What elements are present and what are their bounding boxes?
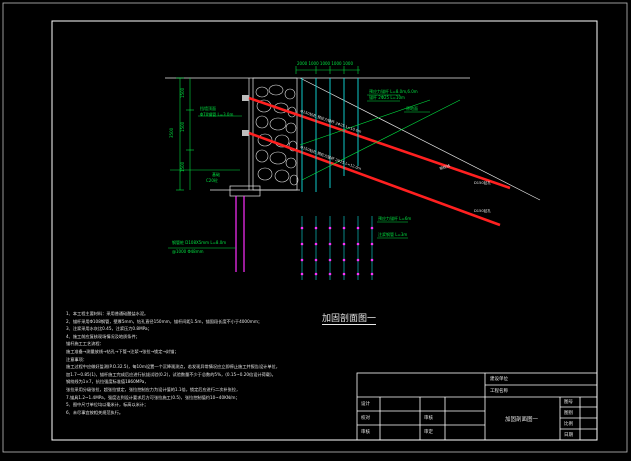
slope-outline-upper bbox=[299, 77, 541, 201]
slope-text-1: Φ150钻孔 预应力锚杆 2Φ25 L=10.0m bbox=[300, 108, 363, 134]
dim-top: 2000 1000 1000 1000 1000 bbox=[297, 61, 353, 66]
dim-upper: 1500 bbox=[180, 87, 185, 98]
tb-project-label: 建设单位 bbox=[490, 377, 508, 382]
note-line: 施工过程中应做好监测(P.O.32.5)，每10m设置一个沉降观测点，若发现异常… bbox=[66, 364, 280, 370]
note-line: 1、本工程主要材料：采用普通硅酸盐水泥。 bbox=[66, 311, 149, 316]
tb-row-check: 校对 bbox=[361, 416, 370, 421]
slope-text-3: 钢绞线 bbox=[439, 163, 451, 171]
label-retain-wall-2: Φ70钢管 L=3.0m bbox=[200, 111, 233, 117]
tb-row-design: 设计 bbox=[361, 402, 370, 407]
note-line: 加1.7~0.85(1)，锚杆施工完成后应进行抗拔试验(0.2)，试验数量不少于… bbox=[66, 371, 276, 377]
grout-pipes bbox=[301, 78, 359, 192]
anchor-bar-upper bbox=[248, 96, 511, 190]
dim-lower: 1500 bbox=[180, 161, 185, 172]
dim-total: 3500 bbox=[169, 127, 174, 138]
tb-row-review: 审核 bbox=[361, 430, 370, 435]
label-grid-1: 预应力锚杆 L=6m bbox=[378, 215, 411, 221]
tb-drawing-name: 加固剖面图一 bbox=[505, 417, 539, 423]
note-line: 4、施工前应复核现场情况及地质条件； bbox=[66, 333, 140, 339]
rubble-stones bbox=[255, 84, 299, 186]
slope-text-5: D150钻孔 bbox=[474, 208, 491, 213]
tb-right-label: 图号 bbox=[564, 400, 573, 405]
label-ground: 原地面 bbox=[406, 105, 418, 111]
tb-work-label: 工程名称 bbox=[490, 389, 508, 394]
anchor-bar-lower bbox=[248, 131, 501, 227]
dim-mid: 1500 bbox=[180, 121, 185, 132]
note-line: 3、注浆采用水灰比0.45，注浆压力0.8MPa； bbox=[66, 326, 152, 332]
note-line: 注意事项： bbox=[66, 356, 87, 362]
foundation bbox=[229, 185, 261, 197]
note-line: 张拉采用分级张拉，超张拉锁定，张拉控制应力为设计值的1.1倍，锁定后应进行二次补… bbox=[66, 386, 241, 392]
note-line: 施工准备→测量放线→钻孔→下管→注浆→张拉→锁定→封锚； bbox=[66, 348, 179, 354]
tb-right-label: 日期 bbox=[564, 433, 573, 438]
section-title: 加固剖面图一 bbox=[322, 314, 377, 325]
slope-text-2: Φ150钻孔 预应力锚杆 2Φ25 L=12.0m bbox=[300, 144, 363, 171]
dimension-lines bbox=[168, 66, 430, 249]
note-line: 钢绞线为1×7，抗拉强度标准值1860MPa， bbox=[66, 379, 149, 385]
note-line: 2、锚杆采用Φ108钢管，壁厚5mm，钻孔直径150mm，锚杆间距1.5m，锚固… bbox=[66, 318, 263, 324]
note-line: 7.锚具1.2~1.4MPa，强度达到设计要求后方可张拉施工(0.5)，张拉控制… bbox=[66, 394, 240, 400]
label-pile-2: @1000 Φ48mm bbox=[172, 249, 204, 254]
note-line: 锚杆施工工艺流程： bbox=[66, 341, 104, 347]
note-line: 6、未尽事宜按相关规范执行。 bbox=[66, 409, 124, 415]
tb-right-label: 图别 bbox=[564, 411, 573, 416]
title-block-lines bbox=[356, 372, 598, 441]
tb-right-label: 比例 bbox=[564, 422, 573, 427]
leader-lines bbox=[299, 99, 461, 181]
sheet-inner-frame bbox=[51, 20, 598, 441]
label-base-2: C20砼 bbox=[206, 177, 218, 183]
note-line: 5、图中尺寸单位均以毫米计，标高以米计； bbox=[66, 402, 149, 408]
tb-row-b-approve: 审定 bbox=[424, 430, 433, 435]
label-base: 基础 bbox=[212, 171, 220, 177]
anchor-head-lower bbox=[242, 130, 249, 136]
anchor-head-upper bbox=[242, 95, 249, 101]
design-notes: 1、本工程主要材料：采用普通硅酸盐水泥。 2、锚杆采用Φ108钢管，壁厚5mm，… bbox=[66, 310, 316, 416]
slope-text-4: D150钻孔 bbox=[474, 180, 491, 185]
label-anchor-upper-2: 锚杆 2Φ25 L=10m bbox=[369, 94, 405, 100]
anchor-grid-plan bbox=[300, 216, 374, 280]
label-grid-2: 注浆钢管 L=3m bbox=[378, 231, 407, 237]
tb-row-b-review: 审核 bbox=[424, 416, 433, 421]
label-anchor-upper-1: 预应力锚杆 L=8.0m,6.0m bbox=[369, 88, 418, 94]
sheet-outer-frame bbox=[2, 2, 628, 453]
label-pile-1: 钢管桩 D108X5mm L=8.0m bbox=[172, 239, 226, 245]
label-retain-wall-1: 挡墙顶面 bbox=[200, 105, 216, 111]
